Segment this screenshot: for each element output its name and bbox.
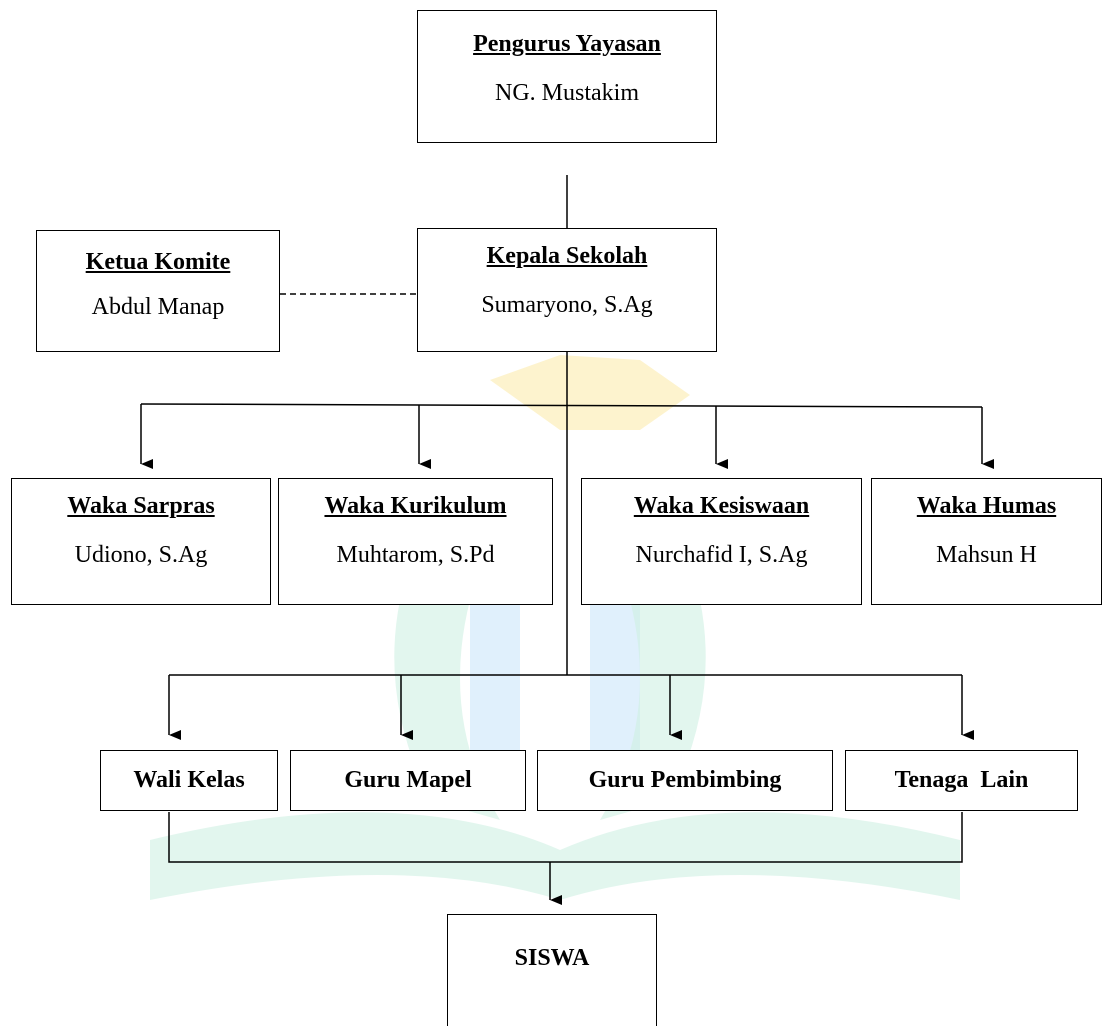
waka-kurikulum-title: Waka Kurikulum (324, 493, 507, 519)
tenaga-lain-label: Tenaga Lain (894, 767, 1029, 793)
waka-humas-box: Waka Humas Mahsun H (871, 478, 1102, 605)
komite-name: Abdul Manap (91, 294, 225, 320)
bracket-to-siswa (168, 812, 963, 863)
waka-kesiswaan-title: Waka Kesiswaan (633, 493, 810, 519)
kepala-box: Kepala Sekolah Sumaryono, S.Ag (417, 228, 717, 352)
waka-kurikulum-name: Muhtarom, S.Pd (336, 542, 495, 568)
waka-sarpras-title: Waka Sarpras (67, 493, 215, 519)
university-logo-watermark (150, 355, 960, 900)
yayasan-box: Pengurus Yayasan NG. Mustakim (417, 10, 717, 143)
waka-kesiswaan-name: Nurchafid I, S.Ag (635, 542, 808, 568)
waka-sarpras-box: Waka Sarpras Udiono, S.Ag (11, 478, 271, 605)
guru-pembimbing-label: Guru Pembimbing (588, 767, 782, 793)
waka-kurikulum-box: Waka Kurikulum Muhtarom, S.Pd (278, 478, 553, 605)
waka-humas-name: Mahsun H (936, 542, 1037, 568)
yayasan-name: NG. Mustakim (495, 80, 639, 106)
tenaga-lain-box: Tenaga Lain (845, 750, 1078, 811)
komite-title: Ketua Komite (85, 249, 231, 275)
kepala-title: Kepala Sekolah (486, 243, 648, 269)
guru-mapel-box: Guru Mapel (290, 750, 526, 811)
siswa-box: SISWA (447, 914, 657, 1026)
waka-humas-title: Waka Humas (916, 493, 1057, 519)
yayasan-title: Pengurus Yayasan (473, 31, 661, 57)
guru-pembimbing-box: Guru Pembimbing (537, 750, 833, 811)
komite-box: Ketua Komite Abdul Manap (36, 230, 280, 352)
wali-kelas-label: Wali Kelas (133, 767, 245, 793)
waka-bus (140, 403, 983, 408)
guru-mapel-label: Guru Mapel (344, 767, 472, 793)
siswa-label: SISWA (514, 945, 590, 971)
waka-kesiswaan-box: Waka Kesiswaan Nurchafid I, S.Ag (581, 478, 862, 605)
wali-kelas-box: Wali Kelas (100, 750, 278, 811)
waka-sarpras-name: Udiono, S.Ag (74, 542, 208, 568)
kepala-name: Sumaryono, S.Ag (481, 292, 653, 318)
